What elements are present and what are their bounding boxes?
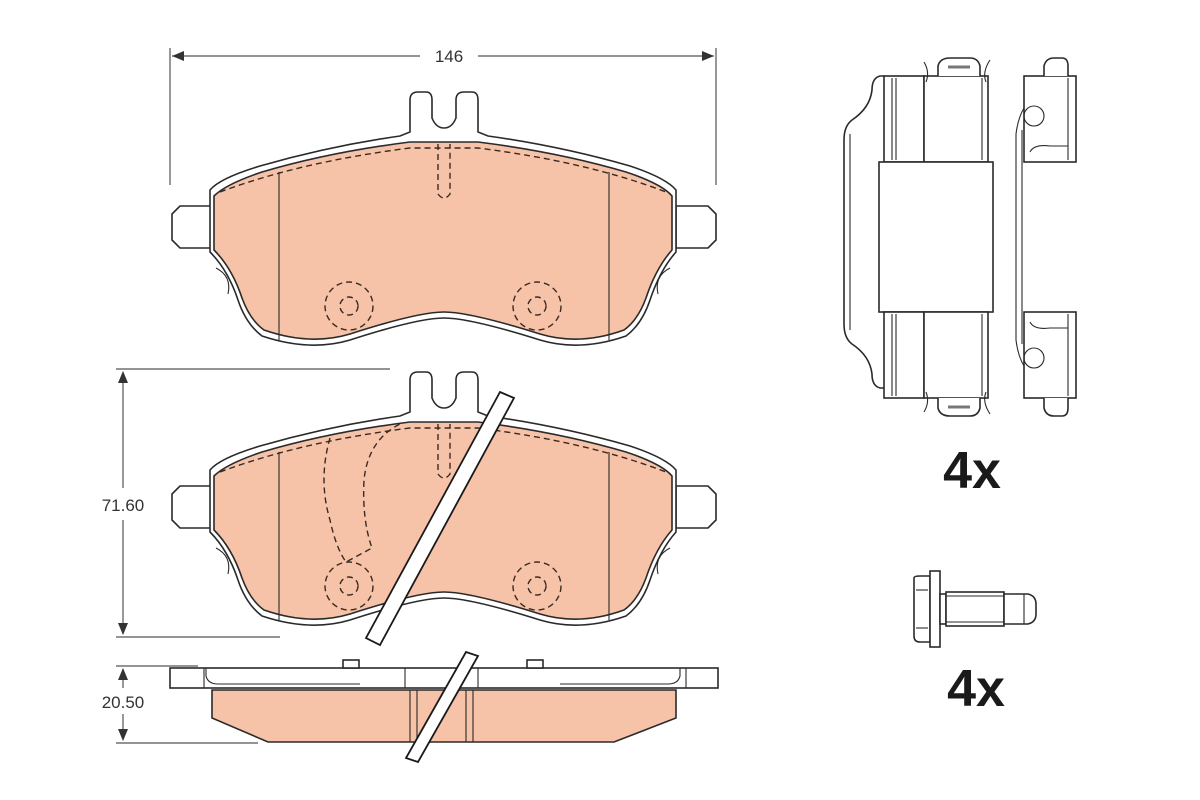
clip-quantity-label: 4x xyxy=(943,442,1001,500)
width-label: 146 xyxy=(435,47,463,66)
height-label: 71.60 xyxy=(102,496,145,515)
thickness-label: 20.50 xyxy=(102,693,145,712)
anti-rattle-spring-clip: 4x xyxy=(843,57,1077,500)
width-dimension: 146 xyxy=(169,47,717,185)
height-dimension: 71.60 xyxy=(102,368,390,638)
thickness-dimension: 20.50 xyxy=(102,665,258,744)
pad-side-view xyxy=(169,650,719,764)
bolt-quantity-label: 4x xyxy=(947,660,1005,718)
pad-front-view xyxy=(171,91,717,346)
pad-front-view-with-wear-sensor xyxy=(171,371,717,647)
guide-bolt: 4x xyxy=(913,570,1037,718)
